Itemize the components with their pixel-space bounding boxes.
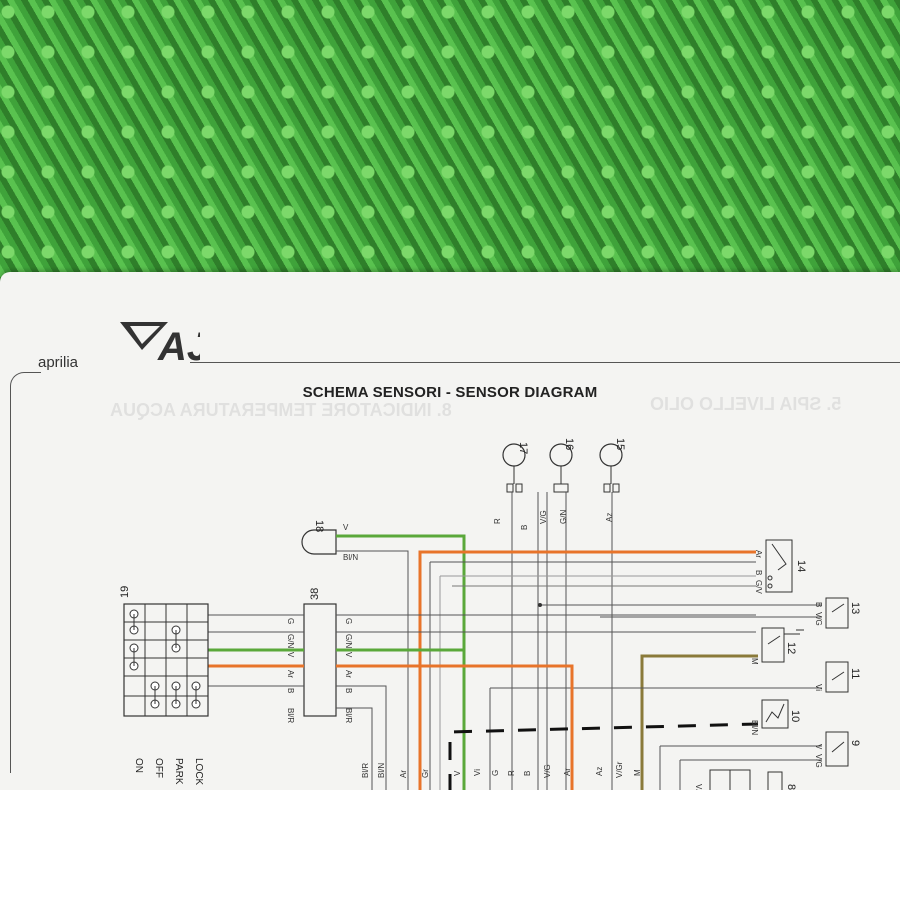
conn38-left-label: Ar bbox=[286, 670, 295, 678]
component-number-10: 10 bbox=[789, 710, 801, 722]
connector-38: 38 G G/N V Ar B Bl/R G G/N V Ar B Bl/R bbox=[286, 588, 353, 724]
component-number-13: 13 bbox=[849, 602, 861, 614]
conn38-right-label: V bbox=[344, 652, 353, 658]
conn38-right-label: G bbox=[344, 618, 353, 624]
photo-bottom-edge bbox=[0, 790, 900, 900]
conn38-left-label: G/N bbox=[286, 634, 295, 648]
top-wire-label: G/N bbox=[559, 510, 568, 524]
comp13-label: B bbox=[814, 602, 823, 607]
comp8-label: V/G bbox=[694, 784, 703, 792]
component-number-16: 16 bbox=[563, 438, 575, 450]
top-wire-label: Az bbox=[605, 513, 614, 522]
component-12: 12 M bbox=[750, 627, 804, 665]
comp14-label: Ar bbox=[754, 550, 763, 558]
switch-position-label: OFF bbox=[153, 758, 164, 778]
conn38-right-label: G/N bbox=[344, 634, 353, 648]
sensor-15 bbox=[599, 443, 623, 493]
conn38-left-label: B bbox=[286, 688, 295, 693]
conn38-left-label: G bbox=[286, 618, 295, 624]
bottom-wire-label: Vi bbox=[473, 769, 482, 776]
comp18-label: Bl/N bbox=[343, 553, 358, 562]
component-number-14: 14 bbox=[795, 560, 807, 572]
bottom-wire-label: Bl/R bbox=[361, 763, 370, 778]
bottom-wire-label: Ar bbox=[563, 768, 572, 776]
sensor-17 bbox=[502, 443, 526, 493]
sensor-16 bbox=[549, 443, 573, 493]
comp9-label: V/G bbox=[814, 754, 823, 768]
sensor-diagram: R B V/G G/N Az 17 16 15 18 V Bl/N bbox=[119, 438, 861, 792]
component-9: 9 V V/G bbox=[814, 731, 861, 768]
comp13-label: V/G bbox=[814, 612, 823, 626]
component-number-18: 18 bbox=[313, 520, 325, 532]
page-frame-corner bbox=[10, 372, 41, 773]
bottom-wire-label: B bbox=[523, 771, 532, 776]
bottom-wire-label: Gr bbox=[421, 769, 430, 778]
component-number-38: 38 bbox=[309, 588, 321, 600]
top-wire-label: B bbox=[520, 525, 529, 530]
diagram-title: SCHEMA SENSORI - SENSOR DIAGRAM bbox=[302, 384, 598, 401]
component-13: 13 B V/G bbox=[814, 597, 861, 629]
conn38-left-label: Bl/R bbox=[286, 708, 295, 723]
bottom-wire-label: Ar bbox=[399, 770, 408, 778]
component-11: 11 Vi bbox=[814, 661, 861, 693]
top-wire-label: V/G bbox=[539, 510, 548, 524]
comp14-label: G/V bbox=[754, 580, 763, 594]
component-number-17: 17 bbox=[517, 442, 529, 454]
conn38-right-label: Ar bbox=[344, 670, 353, 678]
conn38-left-label: V bbox=[286, 652, 295, 658]
bottom-wire-label: G bbox=[491, 770, 500, 776]
component-number-15: 15 bbox=[614, 438, 626, 450]
top-wire-label: R bbox=[493, 518, 502, 524]
bottom-wire-label: R bbox=[507, 770, 516, 776]
bottom-wire-label: V/Gr bbox=[615, 761, 624, 778]
comp14-label: B bbox=[754, 570, 763, 575]
bottom-wire-label: Az bbox=[595, 767, 604, 776]
comp11-label: Vi bbox=[814, 684, 823, 691]
component-number-11: 11 bbox=[849, 668, 861, 679]
bottom-wire-label: Bl/N bbox=[377, 763, 386, 778]
comp18-label: V bbox=[343, 523, 349, 532]
component-10: 10 Bl/N bbox=[750, 699, 801, 735]
svg-text:AJ: AJ bbox=[157, 325, 200, 364]
ignition-switch-19: 19 bbox=[119, 586, 209, 717]
switch-position-label: PARK bbox=[173, 758, 184, 785]
switch-position-label: LOCK bbox=[193, 758, 204, 786]
component-8: 8 V/G bbox=[694, 769, 797, 792]
component-number-19: 19 bbox=[119, 586, 131, 598]
comp9-label: V bbox=[814, 744, 823, 750]
aprilia-logo-icon: AJ bbox=[120, 322, 200, 364]
brand-name: aprilia bbox=[38, 354, 79, 371]
conn38-right-label: Bl/R bbox=[344, 708, 353, 723]
comp10-label: Bl/N bbox=[750, 720, 759, 735]
bottom-wire-label: V/G bbox=[543, 764, 552, 778]
component-number-8: 8 bbox=[785, 784, 797, 790]
bottom-wire-label: V bbox=[453, 770, 462, 776]
sensor-18: 18 V Bl/N bbox=[301, 520, 358, 562]
component-number-9: 9 bbox=[849, 740, 861, 746]
component-14: 14 Ar B G/V bbox=[754, 539, 807, 594]
grass-background bbox=[0, 0, 900, 300]
component-number-12: 12 bbox=[785, 642, 797, 654]
bottom-wire-label: M bbox=[633, 769, 642, 776]
conn38-right-label: B bbox=[344, 688, 353, 693]
header-rule bbox=[190, 362, 900, 363]
manual-page: 8. INDICATORE TEMPERATURA ACQUA 5. SPIA … bbox=[0, 272, 900, 792]
switch-position-label: ON bbox=[133, 758, 144, 773]
comp12-label: M bbox=[750, 658, 759, 665]
